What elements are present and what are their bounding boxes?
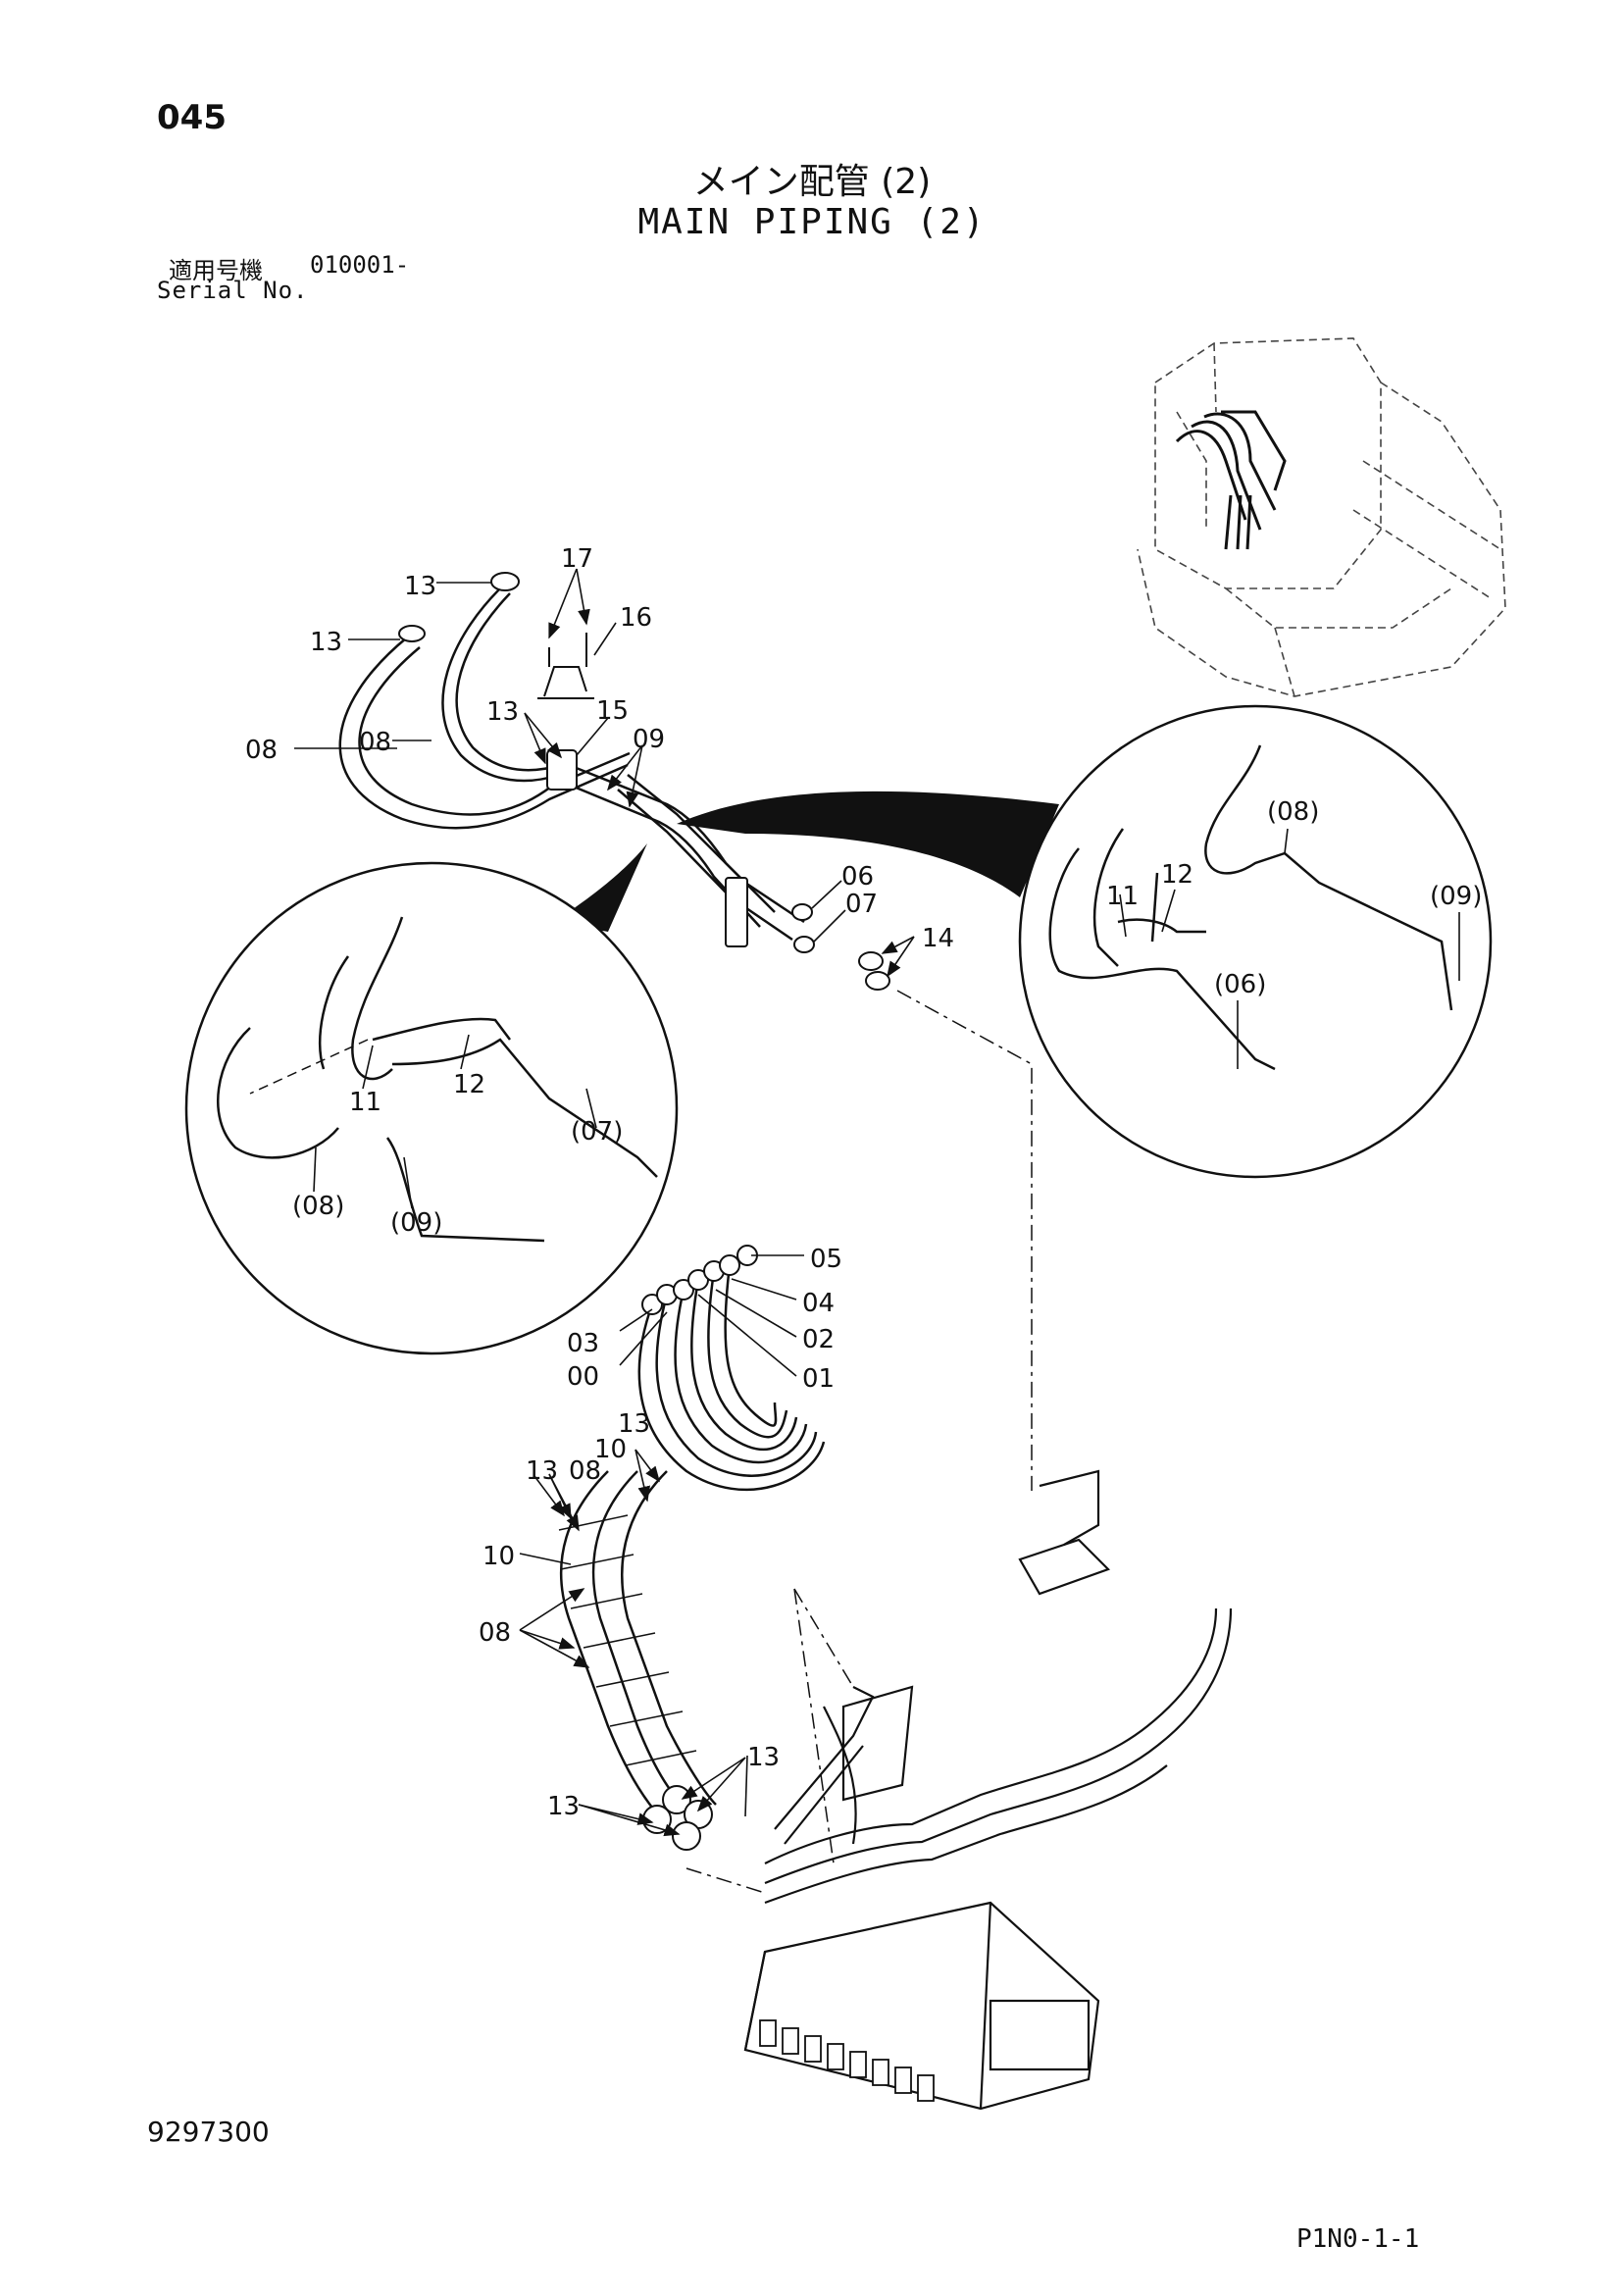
page-number: 045: [157, 98, 227, 137]
lower-hose-harness: [559, 1264, 826, 1825]
callout-15: 15: [596, 696, 629, 726]
detail-pointer-left: [554, 843, 647, 932]
callout-12b: 12: [1161, 860, 1193, 890]
callout-13c: 13: [486, 697, 519, 727]
clamp-15: [537, 633, 594, 699]
serial-label-english: Serial No.: [157, 277, 309, 304]
callout-08d: 08: [479, 1618, 511, 1648]
callout-11b: 11: [1106, 882, 1139, 911]
callout-02: 02: [802, 1325, 835, 1354]
harness-wrap-lines: [558, 1514, 697, 1766]
callout-03: 03: [567, 1329, 599, 1358]
callout-08a: 08: [245, 736, 278, 765]
callout-13a: 13: [404, 572, 436, 601]
callout-13g: 13: [547, 1792, 580, 1821]
detail-view-right: [1018, 704, 1493, 1179]
callout-d09b: (09): [1430, 882, 1482, 911]
callout-16: 16: [620, 603, 652, 633]
callout-05: 05: [810, 1245, 842, 1274]
upper-hose-assembly: [338, 587, 805, 942]
callout-d08a: (08): [292, 1192, 344, 1221]
callout-08c: 08: [569, 1456, 601, 1486]
callout-06: 06: [841, 862, 874, 892]
leader-lines: [294, 568, 1460, 1837]
callout-01: 01: [802, 1364, 835, 1394]
callout-13e: 13: [526, 1456, 558, 1486]
pipe-fittings-upper: [398, 572, 890, 991]
callout-17: 17: [561, 544, 593, 574]
page-code: P1N0-1-1: [1296, 2224, 1420, 2254]
cab-hose-bundle: [1175, 410, 1287, 550]
serial-value: 010001-: [310, 251, 410, 279]
callout-04: 04: [802, 1289, 835, 1318]
detail-pointer-right: [677, 791, 1059, 897]
detail-view-left: [184, 861, 679, 1355]
callout-13b: 13: [310, 628, 342, 657]
callout-14: 14: [922, 924, 954, 953]
routing-lines: [685, 990, 1033, 1894]
valve-spools: [759, 2019, 935, 2102]
callout-10b: 10: [482, 1542, 515, 1571]
callout-09: 09: [633, 725, 665, 754]
callout-10a: 10: [594, 1435, 627, 1464]
callout-d08b: (08): [1267, 797, 1319, 827]
drawing-number: 9297300: [147, 2116, 270, 2148]
callout-00: 00: [567, 1362, 599, 1392]
callout-08b: 08: [359, 728, 391, 757]
callout-d06: (06): [1214, 970, 1266, 999]
callout-11a: 11: [349, 1088, 381, 1117]
callout-13f: 13: [747, 1743, 780, 1772]
callout-d07: (07): [571, 1117, 623, 1147]
control-valve-assembly: [764, 1469, 1233, 1905]
callout-12a: 12: [453, 1070, 485, 1099]
callout-07: 07: [845, 890, 878, 919]
callout-13d: 13: [618, 1409, 650, 1439]
serial-label-japanese: 適用号機: [169, 257, 263, 284]
machine-cab-overview: [1137, 337, 1506, 697]
callout-d09a: (09): [390, 1208, 442, 1238]
title-japanese: メイン配管 (2): [692, 162, 932, 202]
title-english: MAIN PIPING (2): [637, 202, 987, 242]
